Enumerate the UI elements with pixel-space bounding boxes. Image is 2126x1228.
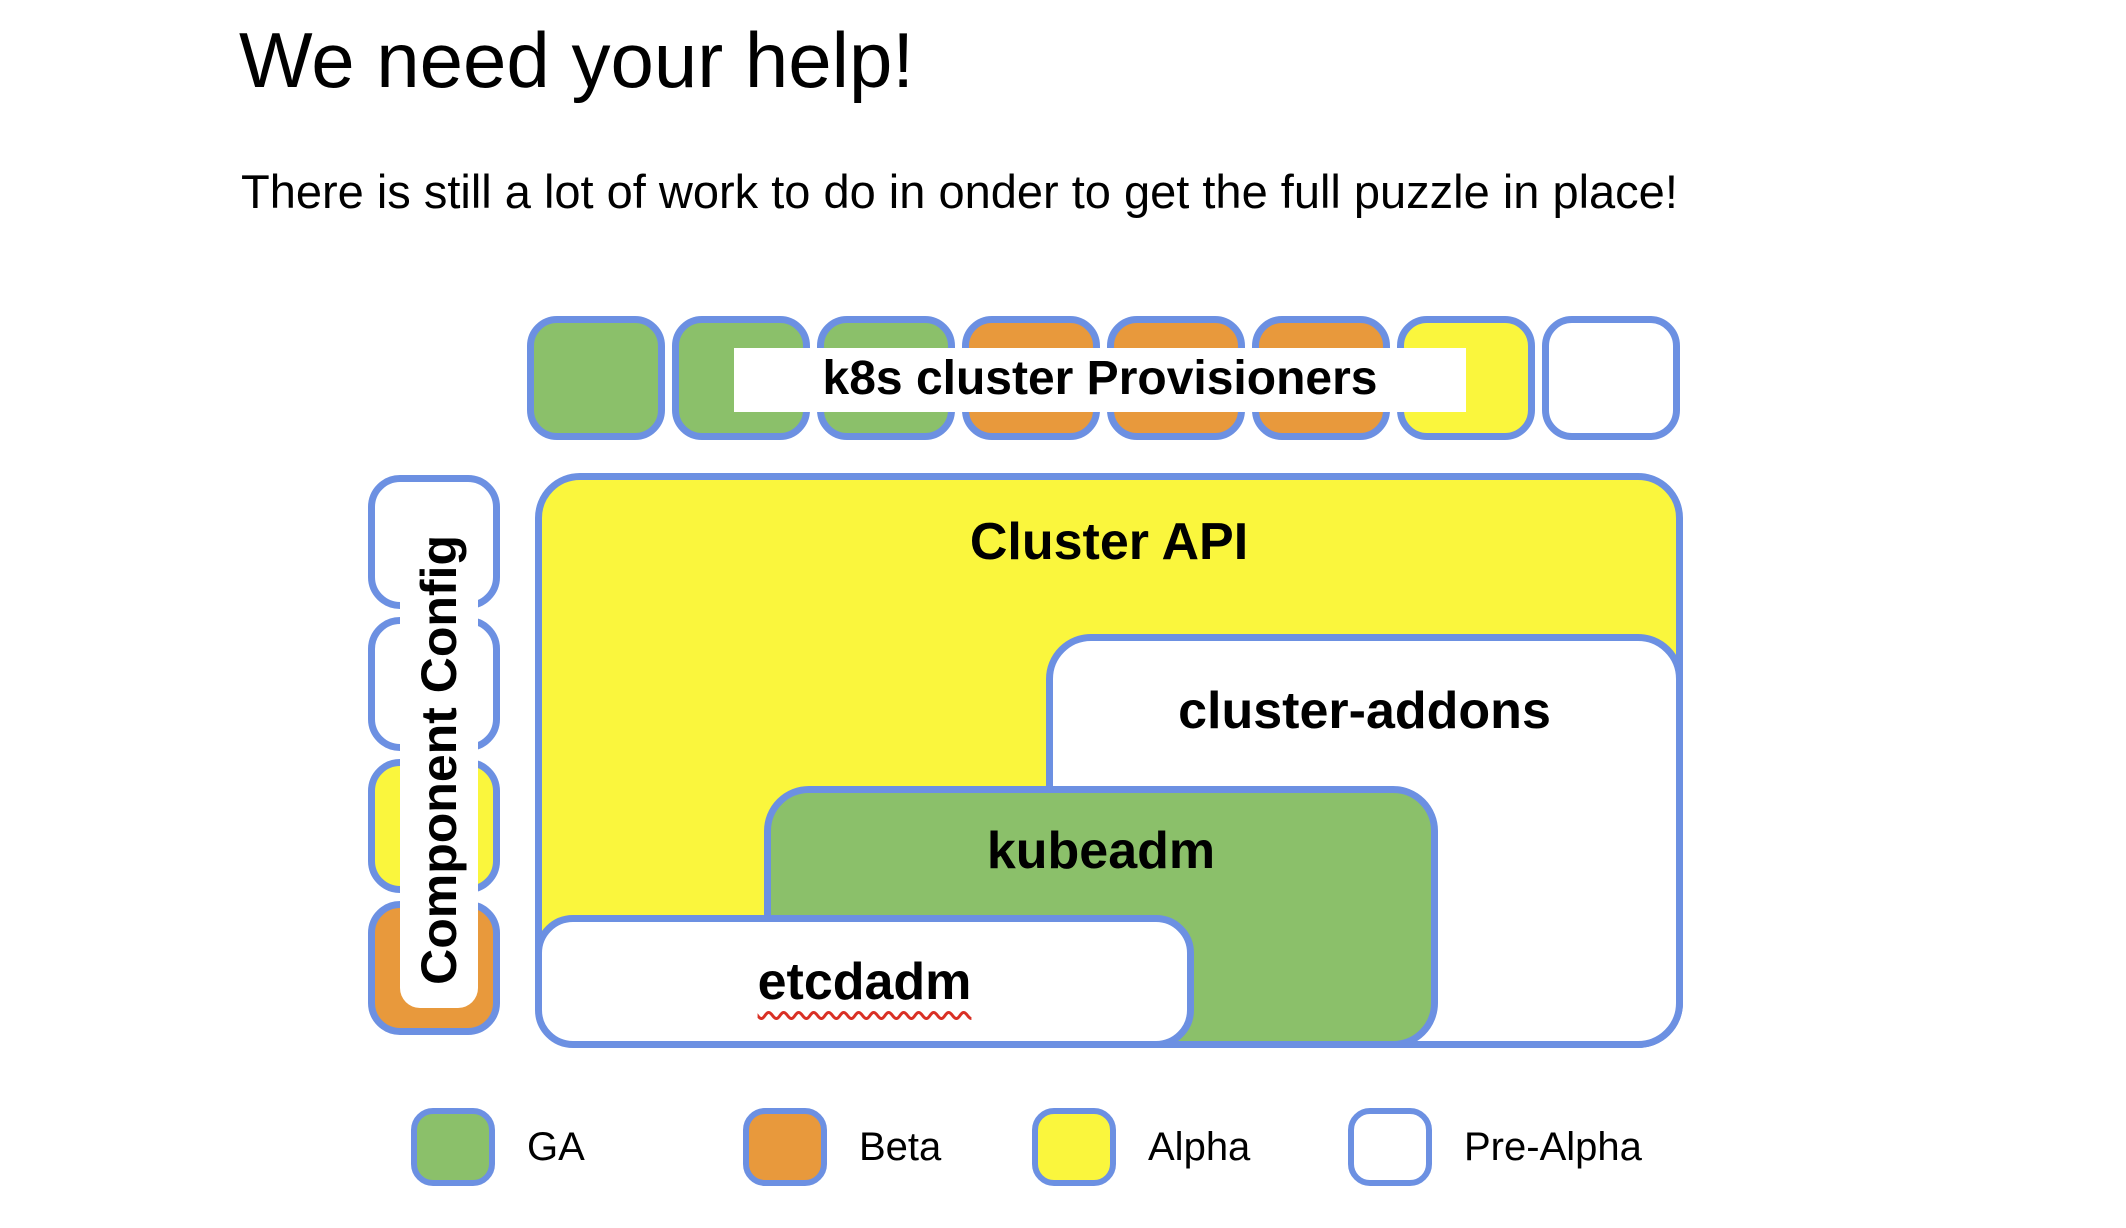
component-config-label-box: Component Config [400,512,478,1008]
legend-label: Alpha [1148,1124,1251,1169]
etcdadm-label-text: etcdadm [757,953,972,1011]
legend-swatch-beta [743,1108,827,1186]
legend-item-pre-alpha: Pre-Alpha [1348,1108,1642,1186]
kubeadm-label: kubeadm [986,822,1216,880]
slide-title: We need your help! [239,16,914,104]
legend-label: Beta [859,1124,942,1169]
cluster-api-label: Cluster API [969,513,1249,571]
legend-swatch-pre_alpha [1348,1108,1432,1186]
legend-item-alpha: Alpha [1032,1108,1250,1186]
cluster-addons-label: cluster-addons [1178,682,1551,740]
provisioners-label: k8s cluster Provisioners [734,348,1466,412]
legend-item-ga: GA [411,1108,585,1186]
legend-swatch-ga [411,1108,495,1186]
provisioner-square-pre_alpha [1542,316,1680,440]
etcdadm-label: etcdadm [542,952,1187,1012]
component-config-label: Component Config [411,535,467,985]
etcdadm-box: etcdadm [535,915,1194,1048]
legend: GA Beta Alpha Pre-Alpha [0,1108,2126,1198]
legend-item-beta: Beta [743,1108,941,1186]
legend-swatch-alpha [1032,1108,1116,1186]
provisioner-square-ga [527,316,665,440]
slide-subtitle: There is still a lot of work to do in on… [241,165,1678,218]
legend-label: Pre-Alpha [1464,1124,1642,1169]
legend-label: GA [527,1124,585,1169]
